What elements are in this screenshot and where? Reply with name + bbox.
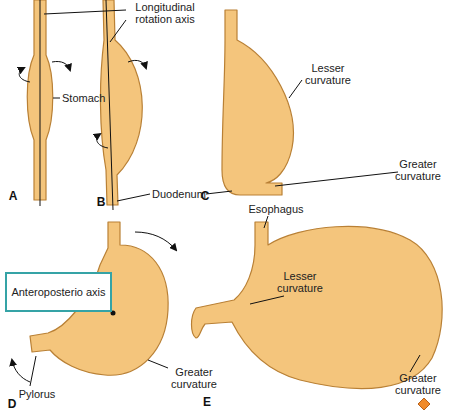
panel-letter: B xyxy=(94,196,108,208)
panel-letter: A xyxy=(6,190,20,202)
stomach-c xyxy=(222,10,293,195)
part-label: Stomach xyxy=(62,92,114,104)
part-label: Esophagus xyxy=(246,203,306,215)
part-label: Pylorus xyxy=(14,388,60,400)
part-label: Lesser curvature xyxy=(270,270,330,294)
panel-letter: E xyxy=(200,396,214,408)
callout-box: Anteroposterio axis xyxy=(5,272,112,312)
axis-label: Longitudinal rotation axis xyxy=(128,1,202,25)
part-label: Lesser curvature xyxy=(298,62,358,86)
part-label: Greater curvature xyxy=(390,372,446,396)
stomach-e xyxy=(192,222,443,389)
callout-text: Anteroposterio axis xyxy=(11,286,105,299)
panel-letter: C xyxy=(198,190,212,202)
marker-diamond xyxy=(418,398,430,410)
panel-letter: D xyxy=(5,398,19,410)
part-label: Greater curvature xyxy=(164,366,224,390)
part-label: Greater curvature xyxy=(390,158,446,182)
part-label: Duodenum xyxy=(152,188,208,200)
